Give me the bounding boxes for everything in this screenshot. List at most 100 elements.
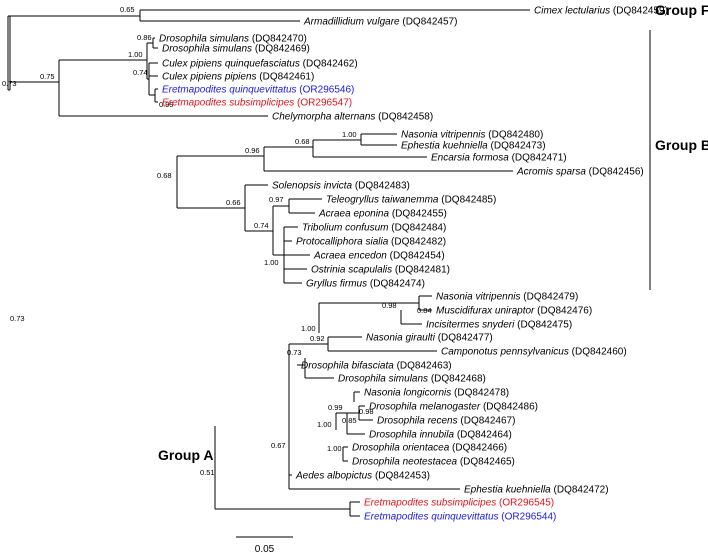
accession-number: (DQ842456) [586, 167, 644, 178]
tip-label: Drosophila simulans (DQ842468) [338, 374, 486, 385]
species-name: Drosophila simulans [338, 374, 428, 385]
accession-number: (DQ842466) [449, 443, 507, 454]
accession-number: (DQ842486) [480, 402, 538, 413]
support-value: 0.96 [245, 146, 260, 155]
tip-label: Culex pipiens pipiens (DQ842461) [162, 72, 314, 83]
accession-number: (OR296547) [294, 98, 352, 109]
tip-label: Drosophila simulans (DQ842470) [159, 34, 307, 45]
species-name: Aedes albopictus [295, 471, 372, 482]
support-value: 1.00 [342, 130, 357, 139]
tip-label: Culex pipiens quinquefasciatus (DQ842462… [162, 59, 358, 70]
species-name: Acraea encedon [313, 251, 387, 262]
accession-number: (DQ842476) [534, 306, 592, 317]
tip-label: Armadillidium vulgare (DQ842457) [303, 17, 457, 28]
support-value: 0.67 [271, 441, 286, 450]
accession-number: (DQ842468) [428, 374, 486, 385]
accession-number: (DQ842454) [387, 251, 445, 262]
species-name: Eretmapodites quinquevittatus [364, 512, 499, 523]
species-name: Chelymorpha alternans [272, 112, 375, 123]
scale-bar-label: 0.05 [255, 544, 275, 555]
support-value: 1.00 [327, 444, 342, 453]
support-value: 1.00 [128, 50, 143, 59]
species-name: Eretmapodites quinquevittatus [162, 85, 297, 96]
species-name: Nasonia vitripennis [436, 292, 521, 303]
accession-number: (OR296545) [496, 498, 554, 509]
species-name: Encarsia formosa [431, 153, 509, 164]
support-value: 0.97 [269, 195, 284, 204]
tip-label: Eretmapodites quinquevittatus (OR296544) [364, 512, 556, 523]
group-a-label: Group A [158, 447, 213, 463]
species-name: Cimex lectularius [534, 6, 610, 17]
tip-label: Drosophila innubila (DQ842464) [369, 430, 512, 441]
species-name: Drosophila simulans [162, 44, 252, 55]
tip-label: Eretmapodites subsimplicipes (OR296545) [364, 498, 554, 509]
support-value: 0.68 [157, 171, 172, 180]
species-name: Nasonia longicornis [364, 388, 451, 399]
accession-number: (DQ842460) [569, 347, 627, 358]
species-name: Solenopsis invicta [272, 181, 352, 192]
species-name: Drosophila neotestacea [352, 457, 458, 468]
species-name: Teleogryllus taiwanemma [326, 195, 439, 206]
support-value: 0.65 [120, 5, 135, 14]
accession-number: (DQ842481) [392, 265, 450, 276]
support-value: 0.99 [159, 100, 174, 109]
tip-label: Eretmapodites quinquevittatus (OR296546) [162, 85, 354, 96]
tip-label: Ephestia kuehniella (DQ842472) [464, 485, 609, 496]
accession-number: (OR296544) [499, 512, 557, 523]
tip-label: Drosophila melanogaster (DQ842486) [369, 402, 538, 413]
accession-number: (DQ842475) [514, 320, 572, 331]
species-name: Eretmapodites subsimplicipes [364, 498, 496, 509]
species-name: Drosophila simulans [159, 34, 249, 45]
tip-label: Tribolium confusum (DQ842484) [302, 223, 446, 234]
species-name: Ostrinia scapulalis [311, 265, 392, 276]
tip-label: Muscidifurax uniraptor (DQ842476) [436, 306, 592, 317]
species-name: Ephestia kuehniella [401, 141, 488, 152]
accession-number: (DQ842484) [389, 223, 447, 234]
species-name: Culex pipiens pipiens [162, 72, 257, 83]
tip-label: Drosophila bifasciata (DQ842463) [301, 361, 452, 372]
tip-label: Cimex lectularius (DQ842459) [534, 6, 668, 17]
support-value: 1.00 [317, 420, 332, 429]
support-value: 0.99 [328, 403, 343, 412]
accession-number: (DQ842474) [367, 279, 425, 290]
support-value: 1.00 [264, 258, 279, 267]
species-name: Camponotus pennsylvanicus [441, 347, 569, 358]
accession-number: (DQ842471) [509, 153, 567, 164]
species-name: Drosophila orientacea [352, 443, 450, 454]
support-values: 0.730.730.650.751.000.860.740.990.680.96… [2, 5, 432, 477]
tip-label: Encarsia formosa (DQ842471) [431, 153, 567, 164]
accession-number: (DQ842482) [388, 237, 446, 248]
support-value: 0.73 [2, 79, 17, 88]
support-value: 0.84 [417, 306, 432, 315]
species-name: Protocalliphora sialia [296, 237, 389, 248]
tip-label: Ephestia kuehniella (DQ842473) [401, 141, 546, 152]
support-value: 0.92 [310, 334, 325, 343]
support-value: 1.00 [301, 324, 316, 333]
tip-labels: Cimex lectularius (DQ842459) Armadillidiu… [159, 6, 668, 523]
accession-number: (DQ842483) [352, 181, 410, 192]
species-name: Incisitermes snyderi [426, 320, 515, 331]
support-value: 0.68 [295, 137, 310, 146]
tip-label: Drosophila simulans (DQ842469) [162, 44, 310, 55]
tip-label: Teleogryllus taiwanemma (DQ842485) [326, 195, 496, 206]
accession-number: (DQ842467) [458, 416, 516, 427]
species-name: Tribolium confusum [302, 223, 389, 234]
accession-number: (DQ842485) [438, 195, 496, 206]
accession-number: (DQ842453) [372, 471, 430, 482]
tip-label: Acraea eponina (DQ842455) [318, 209, 447, 220]
species-name: Drosophila innubila [369, 430, 454, 441]
tip-label: Chelymorpha alternans (DQ842458) [272, 112, 433, 123]
species-name: Nasonia vitripennis [401, 130, 486, 141]
species-name: Drosophila bifasciata [301, 361, 394, 372]
tip-label: Drosophila recens (DQ842467) [377, 416, 515, 427]
tip-label: Ostrinia scapulalis (DQ842481) [311, 265, 450, 276]
accession-number: (DQ842480) [486, 130, 544, 141]
support-value: 0.75 [40, 72, 55, 81]
accession-number: (DQ842472) [551, 485, 609, 496]
tip-label: Solenopsis invicta (DQ842483) [272, 181, 410, 192]
support-value: 0.73 [287, 348, 302, 357]
species-name: Muscidifurax uniraptor [436, 306, 535, 317]
group-f-label: Group F [655, 2, 708, 18]
species-name: Acraea eponina [318, 209, 389, 220]
accession-number: (DQ842455) [389, 209, 447, 220]
